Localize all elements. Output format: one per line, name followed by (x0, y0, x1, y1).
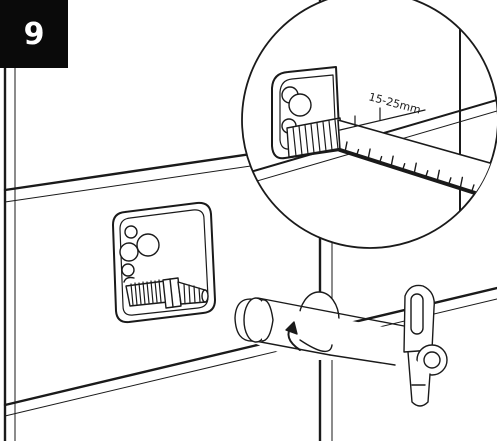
mounting-wrench-icon (403, 284, 448, 407)
ruler-tick (401, 162, 406, 171)
wall-box-icon (112, 201, 216, 324)
step-number: 9 (23, 16, 45, 52)
ruler-tick (413, 162, 417, 174)
ruler-tick (378, 155, 383, 164)
measurement-bracket (339, 107, 426, 131)
ruler-tick (459, 176, 464, 189)
threaded-pipe-icon (125, 277, 209, 309)
ruler-tick (448, 177, 452, 185)
detail-callout (241, 0, 497, 249)
ruler-tick (367, 148, 371, 160)
ruler-tick (390, 155, 394, 167)
ruler-tick (425, 170, 429, 178)
tap-spout-icon (234, 297, 410, 366)
ruler-tick (471, 184, 475, 192)
ruler-tick (436, 169, 441, 182)
ruler-tick (482, 183, 487, 196)
rotate-arrow-icon (285, 321, 301, 351)
ruler-tick (355, 148, 360, 157)
ruler-tick (344, 141, 348, 153)
step-number-badge: 9 (0, 0, 68, 68)
